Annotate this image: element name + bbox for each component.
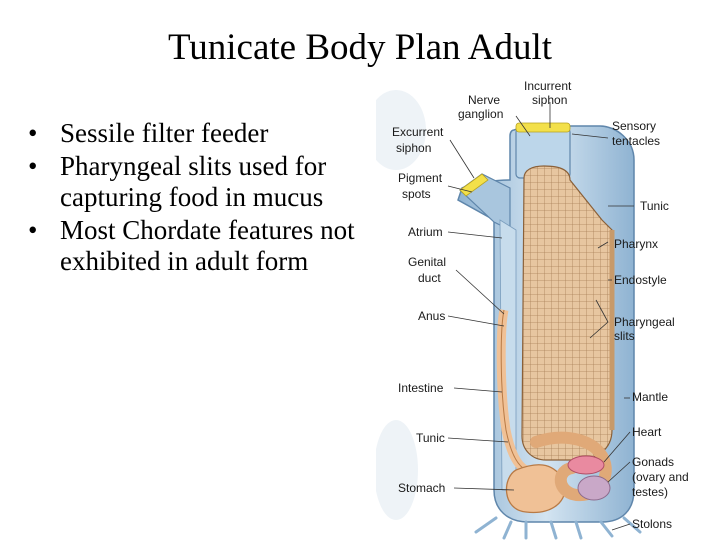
label-genital-duct: Genital [408, 255, 446, 269]
label-intestine: Intestine [398, 381, 444, 395]
stolons [474, 516, 642, 540]
label-pigment-spots: Pigment [398, 171, 443, 185]
background-shade [376, 90, 426, 170]
label-pharynx: Pharynx [614, 237, 658, 251]
label-excurrent-siphon: siphon [396, 141, 431, 155]
label-tunic-left: Tunic [416, 431, 445, 445]
bullet-list: • Sessile filter feeder • Pharyngeal slits… [28, 118, 378, 279]
gonads [577, 475, 611, 501]
label-endostyle: Endostyle [614, 273, 667, 287]
label-pharyngeal-slits: slits [614, 329, 635, 343]
label-stomach: Stomach [398, 481, 445, 495]
label-excurrent-siphon: Excurrent [392, 125, 444, 139]
label-pharyngeal-slits: Pharyngeal [614, 315, 675, 329]
bullet-text: Most Chordate features not exhibited in … [60, 215, 355, 276]
label-nerve-ganglion: ganglion [458, 107, 503, 121]
label-heart: Heart [632, 425, 662, 439]
intestine-outline [500, 309, 527, 471]
incurrent-siphon-tip [515, 122, 571, 133]
tunicate-diagram: Nerve ganglion Incurrent siphon Excurren… [376, 79, 689, 540]
bullet-dot: • [28, 215, 38, 245]
slide-title: Tunicate Body Plan Adult [167, 27, 553, 68]
label-gonads: (ovary and [632, 470, 689, 484]
label-sensory-tentacles: tentacles [612, 134, 660, 148]
label-pigment-spots: spots [402, 187, 431, 201]
stomach [505, 464, 566, 514]
label-anus: Anus [418, 309, 445, 323]
bullet-text: Sessile filter feeder [60, 118, 269, 148]
label-incurrent-siphon: Incurrent [524, 79, 572, 93]
label-tunic-right: Tunic [640, 199, 669, 213]
label-genital-duct: duct [418, 271, 441, 285]
label-mantle: Mantle [632, 390, 668, 404]
label-stolons: Stolons [632, 517, 672, 531]
label-gonads: Gonads [632, 455, 674, 469]
background-shade [376, 420, 418, 520]
bullet-dot: • [28, 151, 38, 181]
label-atrium: Atrium [408, 225, 443, 239]
bullet-text: Pharyngeal slits used for capturing food… [60, 151, 327, 212]
bullet-item: • Most Chordate features not exhibited in… [28, 215, 378, 277]
label-sensory-tentacles: Sensory [612, 119, 656, 133]
bullet-dot: • [28, 118, 38, 148]
bullet-item: • Pharyngeal slits used for capturing foo… [28, 151, 378, 213]
heart [567, 455, 605, 475]
label-nerve-ganglion: Nerve [468, 93, 500, 107]
label-incurrent-siphon: siphon [532, 93, 567, 107]
leader-lines [447, 102, 634, 531]
bullet-item: • Sessile filter feeder [28, 118, 378, 149]
label-gonads: testes) [632, 485, 668, 499]
